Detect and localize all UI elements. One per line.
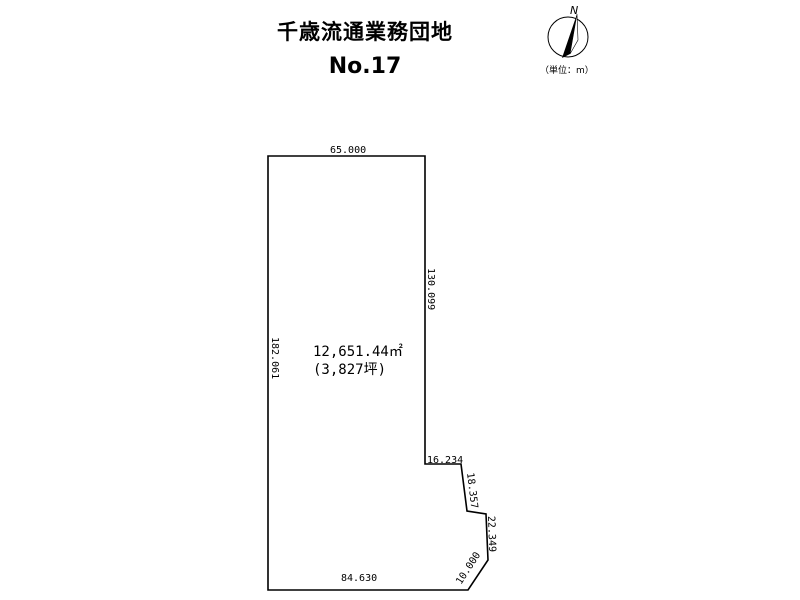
dimension-bottom: 84.630 <box>341 573 377 584</box>
page-title: 千歳流通業務団地 <box>277 20 453 44</box>
dimension-diagonal-1: 18.357 <box>464 472 479 509</box>
dimension-right-upper: 130.099 <box>425 268 436 310</box>
area-tsubo: (3,827坪) <box>313 362 386 378</box>
dimension-left: 182.061 <box>269 337 280 379</box>
unit-label: （単位：m） <box>540 64 594 76</box>
north-label: N <box>570 4 578 17</box>
dimension-step: 16.234 <box>427 455 463 466</box>
north-arrow-icon: N <box>547 4 589 58</box>
area-square-meters: 12,651.44㎡ <box>313 344 403 360</box>
lot-number: No.17 <box>328 54 402 79</box>
lot-boundary <box>267 155 489 591</box>
dimension-top: 65.000 <box>330 145 366 156</box>
dimension-diagonal-2: 22.349 <box>485 516 497 552</box>
dimension-corner: 10.000 <box>454 550 483 586</box>
